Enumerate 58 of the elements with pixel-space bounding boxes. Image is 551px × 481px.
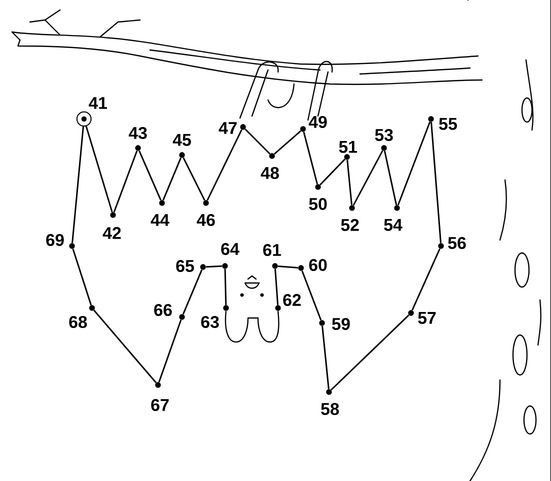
dot-number: 44: [150, 214, 170, 226]
dot-number: 42: [102, 227, 121, 239]
connecting-line: [182, 157, 206, 201]
dot-number: 58: [321, 402, 339, 416]
connecting-line: [158, 320, 182, 382]
connecting-line: [430, 122, 442, 244]
dot-number: 46: [196, 214, 215, 226]
connecting-line: [113, 150, 138, 212]
connecting-line: [138, 150, 162, 201]
connecting-line: [412, 248, 440, 311]
dot-number: 41: [88, 97, 107, 109]
dot-number: 66: [154, 304, 172, 316]
connecting-line: [93, 310, 157, 384]
dot-number: 67: [151, 398, 169, 412]
connecting-line: [274, 130, 302, 155]
connecting-line: [330, 314, 410, 390]
connecting-line: [303, 132, 318, 184]
dot-number: 59: [332, 318, 350, 330]
connecting-line: [301, 270, 322, 320]
dot-number: 48: [260, 166, 279, 180]
dot-number: 56: [448, 236, 466, 250]
connecting-line: [320, 158, 346, 186]
connecting-line: [352, 150, 384, 206]
connecting-line: [278, 265, 298, 269]
connecting-line: [206, 265, 222, 268]
dot-number: 52: [341, 218, 359, 232]
dot-number: 49: [308, 116, 327, 128]
dot-number: 54: [384, 219, 402, 231]
dot-number: 57: [418, 312, 436, 324]
dot-number: 51: [339, 141, 357, 153]
dot-number: 61: [263, 244, 281, 256]
connecting-line: [244, 128, 270, 154]
face-outline: [224, 310, 280, 343]
dot-number: 47: [218, 122, 237, 134]
connecting-line: [162, 158, 182, 200]
dot-number: 62: [283, 294, 301, 306]
connecting-line: [384, 150, 398, 206]
dot-number: 45: [172, 134, 191, 146]
connecting-line: [206, 129, 242, 201]
connecting-line: [346, 160, 352, 206]
dot-number: 53: [375, 128, 393, 142]
dot-number: 60: [309, 258, 327, 272]
connecting-line: [224, 269, 227, 305]
connecting-line: [85, 126, 113, 212]
dot-number: 65: [176, 260, 194, 272]
connecting-line: [72, 248, 92, 306]
connecting-line: [182, 270, 203, 314]
dot-number: 68: [69, 316, 87, 328]
dot-number: 69: [46, 234, 64, 246]
connecting-line: [397, 122, 431, 206]
dot-number: 55: [439, 118, 457, 130]
dot-number: 63: [201, 316, 219, 328]
dot-number: 64: [221, 242, 240, 256]
connecting-line: [322, 326, 330, 390]
dot-number: 50: [309, 198, 327, 210]
dot-number: 43: [128, 126, 147, 140]
connecting-line: [72, 126, 84, 244]
connecting-line: [274, 268, 279, 306]
